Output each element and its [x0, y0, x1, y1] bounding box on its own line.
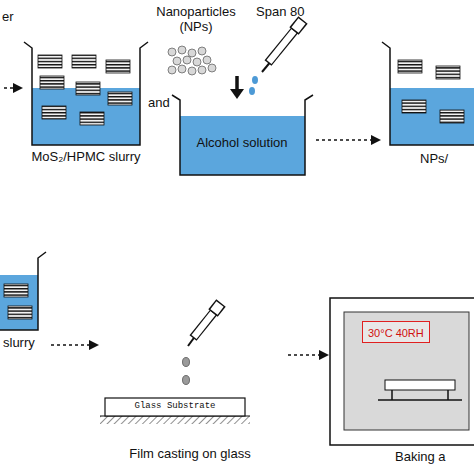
mos2-lamella-part	[108, 92, 132, 105]
input-arrow	[4, 88, 22, 89]
nanoparticles-part	[188, 49, 196, 57]
oven-part	[391, 390, 393, 400]
beaker-part	[390, 88, 474, 145]
condition-box: 30°C 40RH	[362, 321, 430, 343]
add-arrow	[230, 76, 244, 99]
mos2-lamella-part	[4, 284, 28, 297]
cut-label: er	[2, 10, 14, 25]
beaker-part	[0, 275, 38, 330]
nanoparticles-part	[168, 66, 176, 74]
nanoparticles-part	[183, 56, 191, 64]
mos2-lamella-part	[80, 112, 104, 125]
oven	[330, 298, 474, 445]
beaker-part	[180, 116, 305, 175]
pipette	[183, 303, 222, 385]
pipette	[249, 20, 303, 95]
pipette-part	[194, 313, 213, 337]
mos2-lamella	[398, 60, 464, 123]
mos2-lamella-part	[76, 82, 100, 95]
oven-part	[378, 399, 462, 401]
process-arrow	[51, 344, 98, 346]
nanoparticles-part	[178, 65, 186, 73]
film-casting-node: Glass SubstrateFilm casting on glass	[100, 300, 285, 470]
oven-node: Baking a 30°C 40RH	[330, 298, 474, 470]
add-arrow-part	[230, 89, 244, 99]
mos2-lamella-part	[402, 100, 426, 113]
mos2-lamella-part	[72, 55, 96, 68]
pipette-part	[249, 87, 255, 95]
surfactant-label: Span 80	[256, 5, 304, 20]
node-label: slurry	[3, 336, 35, 351]
beaker	[172, 95, 313, 175]
nanoparticles	[168, 46, 216, 75]
beaker	[0, 252, 46, 330]
pipette-part	[183, 376, 190, 385]
glass-substrate-part	[100, 416, 250, 424]
pipette-part	[214, 304, 220, 312]
beaker-node: Alcohol solution	[172, 92, 313, 180]
mos2-lamella-part	[40, 76, 64, 89]
glass-substrate-part	[105, 398, 245, 416]
node-label: MoS₂/HPMC slurry	[31, 150, 140, 165]
beaker-node: MoS₂/HPMC slurry	[26, 36, 148, 172]
beaker-part	[0, 252, 46, 330]
pipette-part	[252, 76, 258, 84]
mos2-lamella-part	[42, 106, 66, 119]
node-label: Film casting on glass	[129, 447, 250, 462]
pipette-part	[213, 303, 221, 313]
nanoparticles-part	[188, 67, 196, 75]
nanoparticles-part	[208, 64, 216, 72]
pipette-part	[295, 21, 302, 30]
oven-part	[447, 390, 449, 400]
nanoparticles-part	[193, 58, 201, 66]
oven-part	[344, 312, 469, 430]
nanoparticles-part	[168, 48, 176, 56]
beaker	[24, 42, 148, 145]
beaker-part	[172, 95, 313, 175]
beaker-part	[32, 88, 140, 145]
nanoparticles-part	[173, 57, 181, 65]
pipette-part	[193, 312, 214, 338]
beaker	[382, 42, 474, 145]
nanoparticles-part	[178, 46, 186, 54]
add-arrow-part	[235, 76, 239, 90]
node-label: Alcohol solution	[196, 136, 287, 151]
beaker-part	[382, 42, 474, 145]
oven-part	[330, 298, 474, 445]
beaker-part	[24, 42, 148, 145]
mos2-lamella	[4, 284, 32, 319]
joiner-word: and	[148, 96, 170, 111]
material-label: Nanoparticles (NPs)	[152, 5, 240, 35]
mos2-lamella-part	[398, 60, 422, 73]
nanoparticles-part	[198, 66, 206, 74]
glass-substrate	[100, 398, 250, 424]
mos2-lamella-part	[106, 60, 130, 73]
beaker-node: NPs/	[382, 38, 474, 172]
beaker-node: slurry	[0, 250, 48, 354]
pipette-part	[294, 20, 303, 31]
node-label: NPs/	[420, 152, 448, 167]
mos2-lamella-part	[8, 306, 32, 319]
pipette-part	[268, 30, 295, 63]
mos2-lamella-part	[436, 66, 460, 79]
mos2-lamella-part	[38, 55, 62, 68]
oven-part	[385, 380, 455, 390]
pipette-part	[269, 31, 294, 62]
node-label: Baking a	[395, 450, 446, 465]
nanoparticles-part	[203, 56, 211, 64]
condition-text: 30°C 40RH	[368, 327, 424, 339]
nanoparticles-part	[198, 47, 206, 55]
input-arrow-part	[4, 87, 22, 89]
mos2-lamella-part	[440, 110, 464, 123]
node-label: Glass Substrate	[134, 401, 215, 411]
mos2-lamella	[38, 55, 132, 125]
process-arrow	[316, 139, 380, 141]
process-arrow	[288, 354, 328, 356]
pipette-part	[183, 358, 190, 367]
